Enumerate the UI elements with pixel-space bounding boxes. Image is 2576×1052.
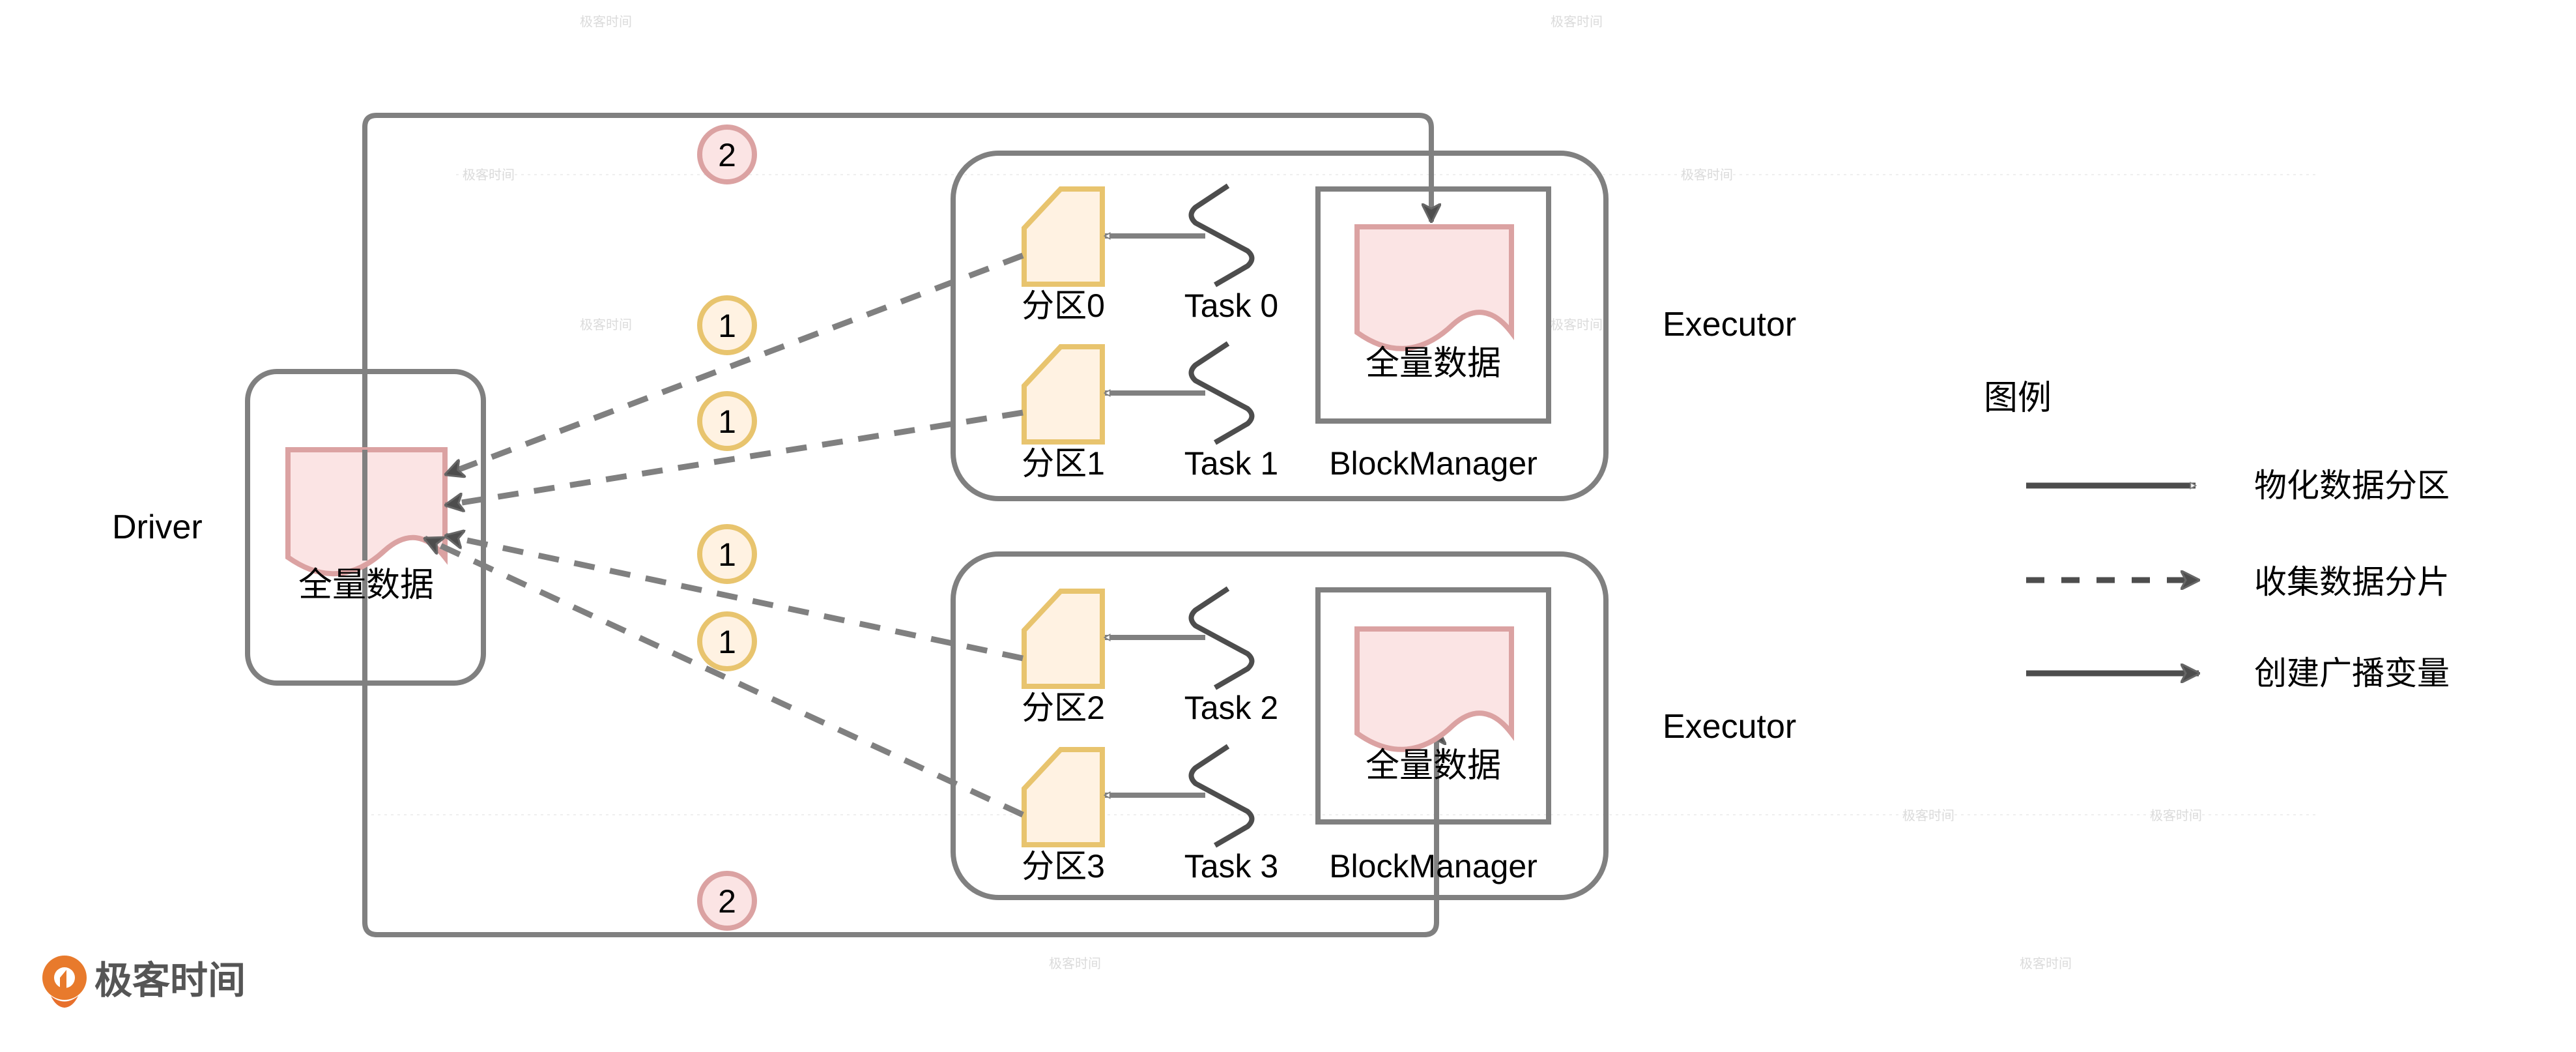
partition-label: 分区0 [1022,287,1105,324]
brand-name: 极客时间 [94,958,246,1002]
broadcast-path [362,113,1431,450]
legend-item-label: 物化数据分区 [2254,467,2450,504]
block-manager-label: BlockManager [1329,848,1538,884]
partition-2 [1022,589,1105,689]
watermark: 极客时间 [580,14,632,29]
brand-logo-icon [42,956,87,1008]
collect-arrows [425,252,1024,818]
partition-label: 分区2 [1022,690,1105,726]
watermark: 极客时间 [1551,14,1603,29]
brand-logo: 极客时间 [42,956,246,1008]
watermark: 极客时间 [1049,956,1101,971]
executor-box [951,551,1609,900]
task-label: Task 2 [1184,690,1279,726]
collect-arrow [446,536,1023,662]
collect-arrow [446,409,1023,505]
legend-item-label: 收集数据分片 [2254,564,2450,600]
task-thread-icon [1188,341,1255,445]
watermark: 极客时间 [463,167,515,183]
step-marker-collect: 1 [697,524,757,584]
watermark-layer: 极客时间 极客时间 极客时间 极客时间 极客时间 极客时间 极客时间 极客时间 … [365,14,2319,971]
collect-arrow [425,535,1024,818]
partition-3 [1022,747,1105,847]
executor-label: Executor [1663,708,1796,746]
broadcast-path [362,561,1437,937]
block-manager-label: BlockManager [1329,445,1538,482]
watermark: 极客时间 [1551,317,1603,332]
step-number: 1 [718,624,736,660]
task-label: Task 0 [1184,287,1279,324]
step-marker-collect: 1 [697,295,757,355]
watermark: 极客时间 [2150,808,2202,823]
driver-data-label: 全量数据 [298,566,434,604]
executor-0: Executor 分区0 分区1 Task 0 Task 1 全量数据 Bloc… [951,151,1796,501]
executor-label: Executor [1663,306,1796,343]
block-manager-data-label: 全量数据 [1366,345,1501,383]
task-label: Task 3 [1184,848,1279,884]
block-manager-data-label: 全量数据 [1366,747,1501,785]
block-manager-box [1315,587,1551,825]
executor-1: Executor 分区2 分区3 Task 2 Task 3 全量数据 Bloc… [951,551,1796,900]
step-number: 1 [718,536,736,573]
partition-label: 分区3 [1022,848,1105,884]
watermark: 极客时间 [2020,956,2072,971]
step-number: 1 [718,403,736,440]
partition-label: 分区1 [1022,445,1105,482]
driver-label: Driver [112,508,203,546]
watermark: 极客时间 [1681,167,1733,183]
task-thread-icon [1188,586,1255,690]
step-marker-collect: 1 [697,391,757,451]
step-marker-broadcast: 2 [697,871,757,931]
step-number: 1 [718,308,736,344]
partition-0 [1022,186,1105,287]
task-thread-icon [1188,744,1255,848]
step-number: 2 [718,883,736,920]
executor-box [951,151,1609,501]
watermark: 极客时间 [1902,808,1954,823]
partition-1 [1022,344,1105,445]
task-thread-icon [1188,183,1255,287]
legend-item-label: 创建广播变量 [2254,655,2450,692]
watermark: 极客时间 [580,317,632,332]
block-manager-data-document [1354,626,1514,752]
step-number: 2 [718,137,736,173]
block-manager-box [1315,186,1551,424]
task-label: Task 1 [1184,445,1279,482]
block-manager-data-document [1354,224,1514,351]
step-marker-broadcast: 2 [697,124,757,184]
collect-arrow [446,252,1024,475]
legend-title: 图例 [1984,379,2052,417]
driver-box [245,369,486,686]
legend: 图例 物化数据分区 收集数据分片 创建广播变量 [1984,379,2450,692]
step-marker-collect: 1 [697,611,757,671]
